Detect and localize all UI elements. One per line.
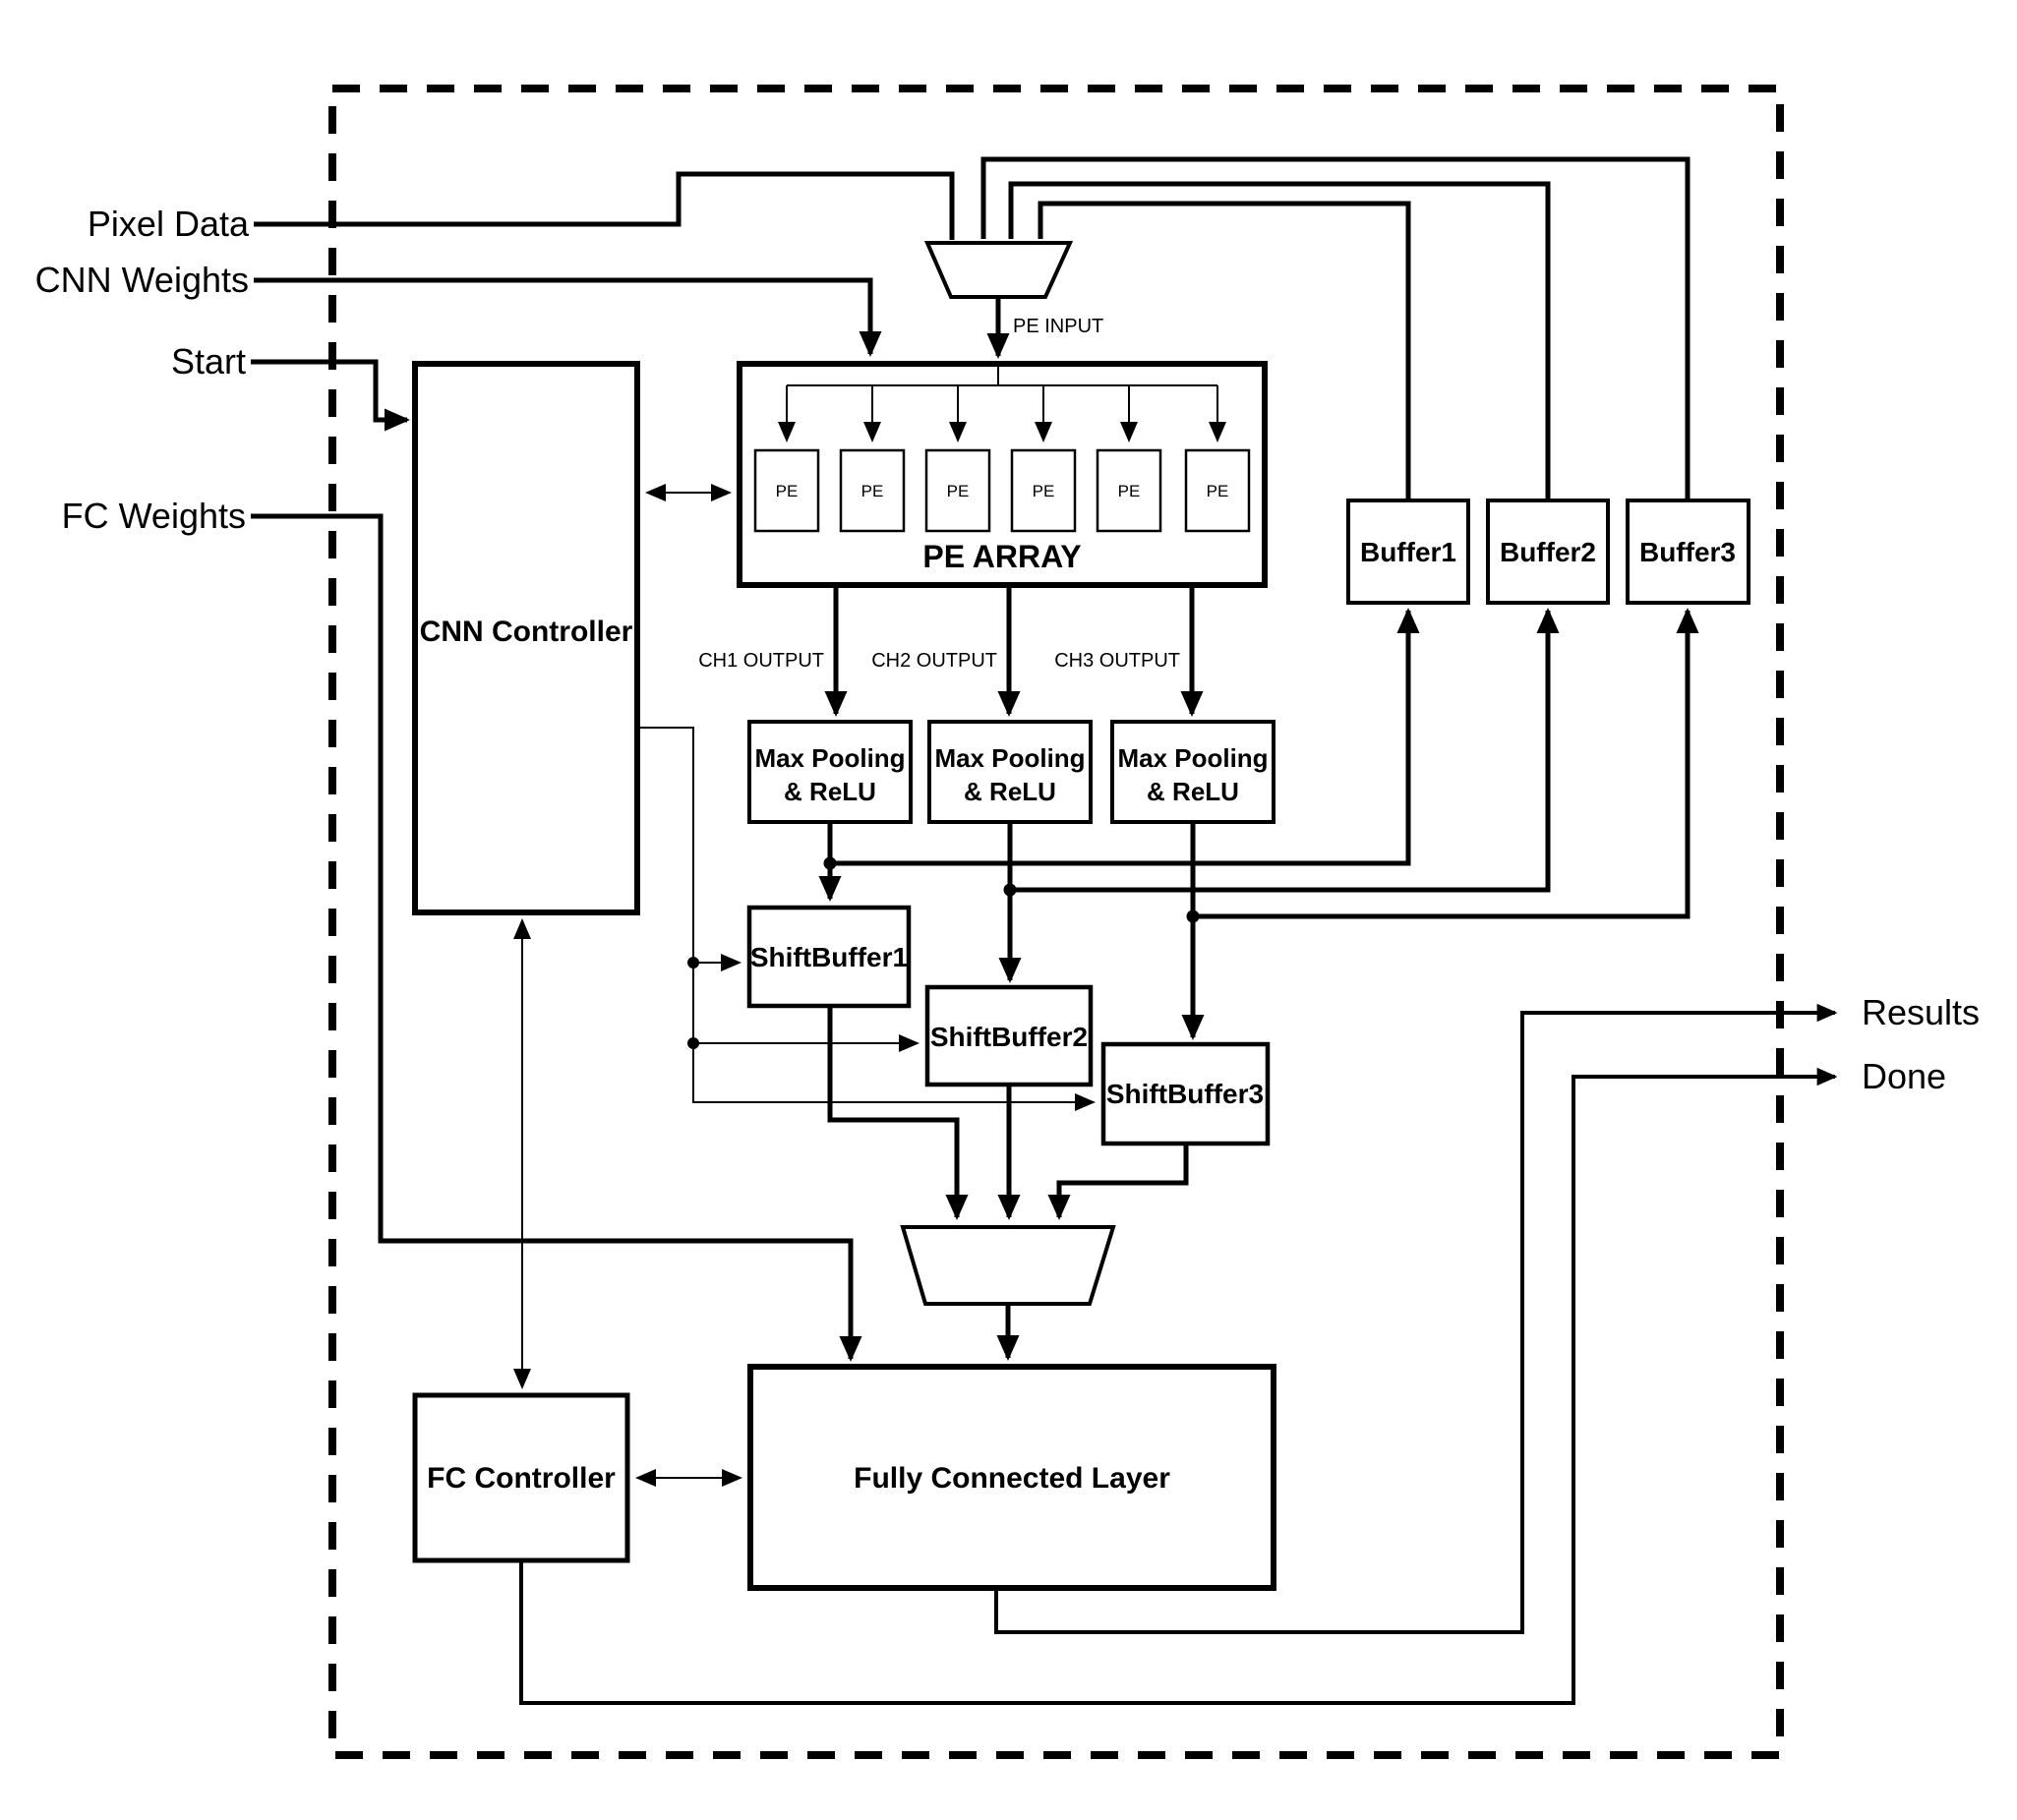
wire-mp2-to-buffer2 — [1010, 607, 1560, 893]
shiftbuffer1-box — [746, 905, 912, 1009]
shiftbuffer3-label: ShiftBuffer3 — [1106, 1079, 1264, 1109]
ch3-output-label: CH3 OUTPUT — [1054, 650, 1180, 672]
output-mux-shape — [900, 1225, 1116, 1306]
pe-cells: PE PE PE PE PE PE — [753, 448, 1251, 533]
results-label: Results — [1862, 992, 1980, 1032]
pe-array-label: PE ARRAY — [922, 539, 1081, 574]
pe-label-2: PE — [861, 482, 884, 500]
junction-dot-mp1 — [823, 856, 837, 870]
buffer1-box — [1346, 499, 1470, 605]
ch1-output-label: CH1 OUTPUT — [698, 650, 824, 672]
ch2-output-label: CH2 OUTPUT — [871, 650, 997, 672]
junction-dot-mp3 — [1186, 910, 1200, 923]
pe-box-6 — [1184, 448, 1251, 533]
pe-label-5: PE — [1118, 482, 1141, 500]
pe-input-distribution — [778, 364, 1226, 442]
maxpool1-box — [747, 720, 913, 824]
wire-shiftbuffer1-to-mux — [827, 1006, 969, 1221]
wire-pixel-data — [254, 171, 955, 240]
wire-results — [994, 1003, 1838, 1634]
start-label: Start — [171, 341, 246, 382]
shiftbuffer3-box — [1100, 1041, 1271, 1146]
pe-distribution-bus — [787, 364, 1217, 386]
wire-done — [519, 1067, 1838, 1705]
fc-controller-box — [412, 1392, 630, 1563]
junction-dot-ctrl1 — [687, 957, 699, 969]
junction-dot-mp2 — [1003, 883, 1017, 897]
shiftbuffer2-label: ShiftBuffer2 — [930, 1022, 1088, 1052]
buffer3-box — [1626, 499, 1750, 605]
pe-array-box — [737, 361, 1268, 588]
pixel-data-label: Pixel Data — [88, 204, 250, 244]
fully-connected-layer-box — [747, 1364, 1276, 1591]
pe-box-1 — [753, 448, 820, 533]
buffer3-label: Buffer3 — [1639, 537, 1736, 567]
wire-buffer1-feedback — [1038, 201, 1411, 500]
pe-label-4: PE — [1033, 482, 1055, 500]
buffer2-box — [1486, 499, 1610, 605]
fc-controller-label: FC Controller — [427, 1462, 616, 1495]
maxpool3-label-line2: & ReLU — [1147, 777, 1239, 806]
wire-buffer3-feedback — [980, 156, 1691, 500]
cnn-controller-label: CNN Controller — [420, 616, 633, 648]
pe-box-2 — [839, 448, 906, 533]
pe-box-3 — [924, 448, 991, 533]
cnn-controller-box — [412, 361, 640, 915]
maxpool-blocks: Max Pooling & ReLU Max Pooling & ReLU Ma… — [747, 720, 1275, 824]
fc-weights-label: FC Weights — [62, 496, 246, 536]
fully-connected-layer-label: Fully Connected Layer — [854, 1462, 1170, 1495]
input-mux-shape — [923, 241, 1074, 299]
cnn-weights-label: CNN Weights — [35, 260, 249, 300]
wire-buffer2-feedback — [1008, 181, 1551, 500]
maxpool2-box — [927, 720, 1093, 824]
wire-fc-weights — [251, 513, 862, 1363]
wire-ctrl-to-shiftbuffer3 — [637, 727, 1096, 1111]
maxpool3-box — [1110, 720, 1275, 824]
pe-label-1: PE — [776, 482, 799, 500]
done-label: Done — [1862, 1056, 1946, 1096]
wire-start — [251, 359, 411, 432]
wire-mp3-to-buffer3 — [1193, 607, 1699, 919]
maxpool1-label-line1: Max Pooling — [754, 743, 905, 773]
wire-cnn-weights — [254, 277, 882, 358]
shiftbuffer1-label: ShiftBuffer1 — [750, 942, 908, 972]
buffer2-label: Buffer2 — [1500, 537, 1596, 567]
wire-shiftbuffer3-to-mux — [1047, 1144, 1189, 1221]
pe-box-4 — [1010, 448, 1077, 533]
system-boundary-dashed-border — [328, 85, 1784, 1759]
buffer1-label: Buffer1 — [1360, 537, 1456, 567]
pe-label-6: PE — [1207, 482, 1229, 500]
pe-input-label: PE INPUT — [1013, 316, 1103, 337]
maxpool2-label-line1: Max Pooling — [934, 743, 1085, 773]
junction-dot-ctrl2 — [687, 1037, 699, 1049]
maxpool3-label-line1: Max Pooling — [1117, 743, 1268, 773]
maxpool2-label-line2: & ReLU — [964, 777, 1056, 806]
pe-box-5 — [1096, 448, 1162, 533]
maxpool1-label-line2: & ReLU — [784, 777, 876, 806]
pe-label-3: PE — [947, 482, 970, 500]
wire-mp1-to-buffer1 — [830, 607, 1420, 866]
